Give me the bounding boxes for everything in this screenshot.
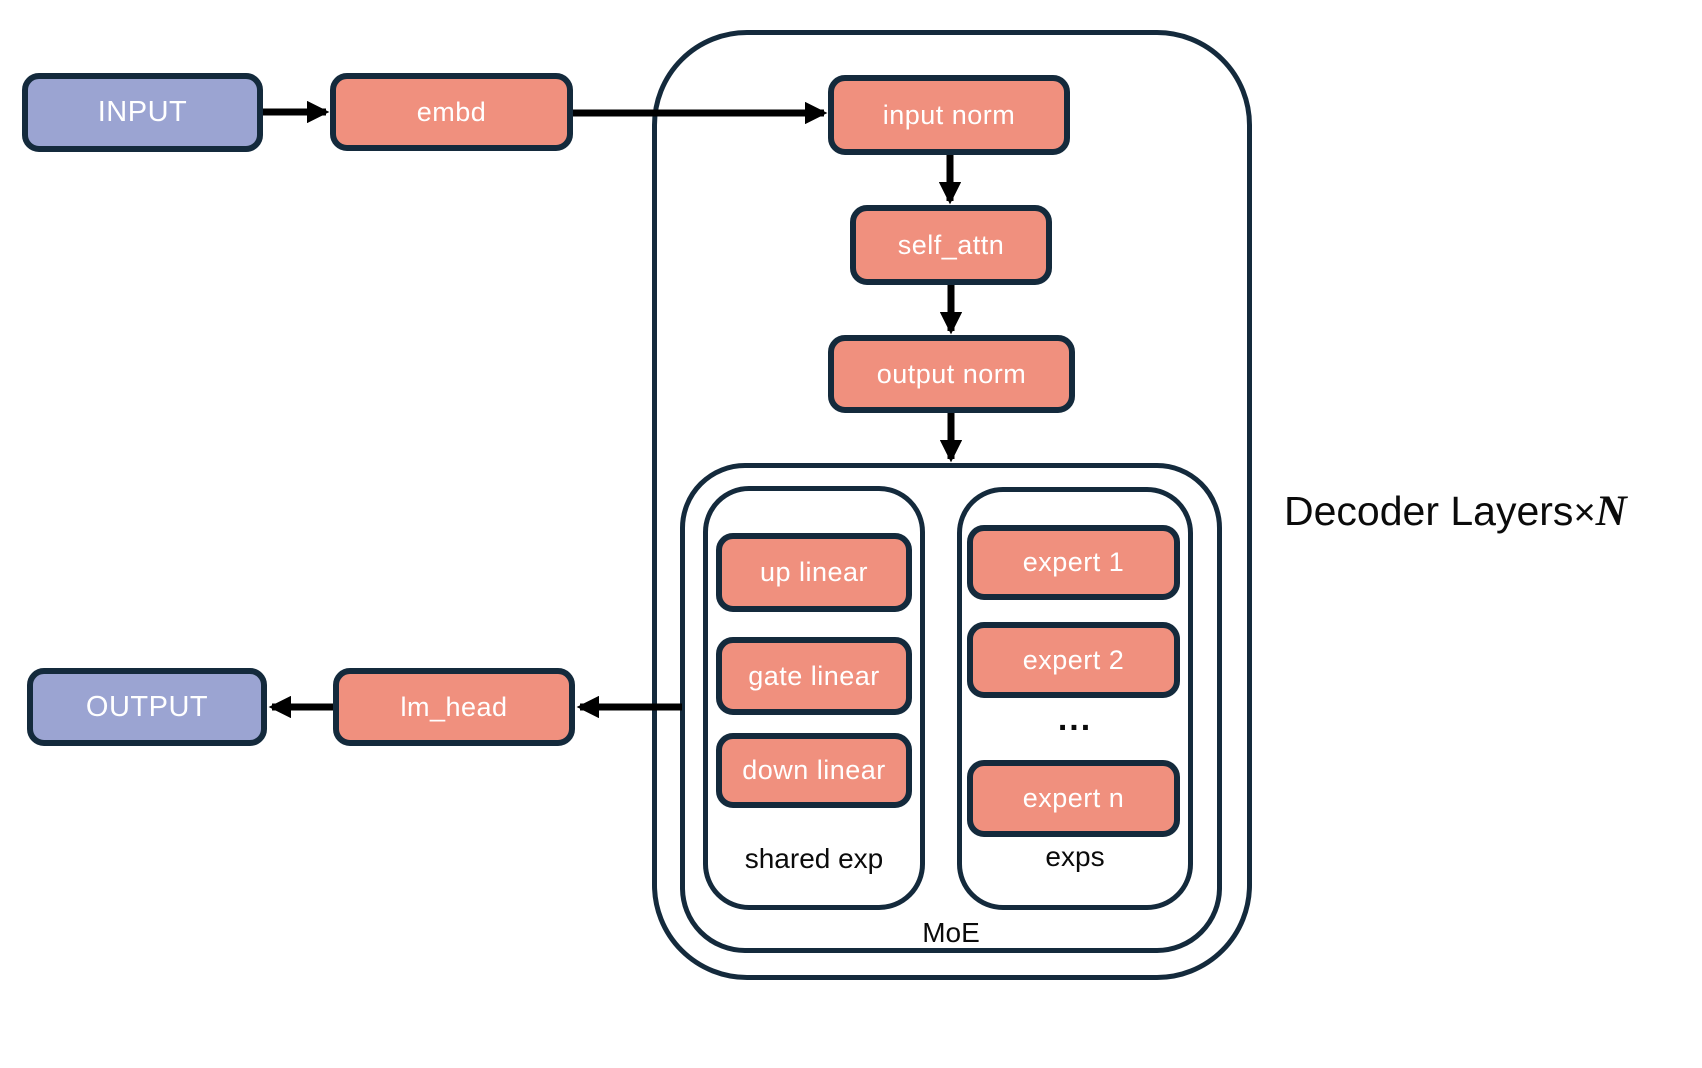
experts-ellipsis: ...	[1057, 700, 1093, 738]
gate-linear-node: gate linear	[716, 637, 912, 715]
lm-head-node: lm_head	[333, 668, 575, 746]
moe-container	[680, 463, 1222, 953]
decoder-layers-container	[652, 30, 1252, 980]
up-linear-node: up linear	[716, 533, 912, 612]
decoder-layers-annotation: Decoder Layers×N	[1284, 487, 1627, 536]
shared-exp-container	[703, 486, 925, 910]
input-norm-node: input norm	[828, 75, 1070, 155]
self-attn-node: self_attn	[850, 205, 1052, 285]
exps-label: exps	[1045, 841, 1105, 872]
output-norm-node: output norm	[828, 335, 1075, 413]
exps-container	[957, 487, 1193, 910]
input-node: INPUT	[22, 73, 263, 152]
decoder-layers-text: Decoder Layers	[1284, 488, 1574, 534]
times-symbol: ×	[1573, 492, 1596, 534]
embd-node: embd	[330, 73, 573, 151]
down-linear-node: down linear	[716, 733, 912, 808]
expert-1-node: expert 1	[967, 525, 1180, 600]
output-node: OUTPUT	[27, 668, 267, 746]
n-symbol: N	[1595, 488, 1627, 535]
expert-n-node: expert n	[967, 760, 1180, 837]
expert-2-node: expert 2	[967, 622, 1180, 698]
moe-label: MoE	[922, 917, 980, 948]
shared-exp-label: shared exp	[744, 843, 884, 874]
